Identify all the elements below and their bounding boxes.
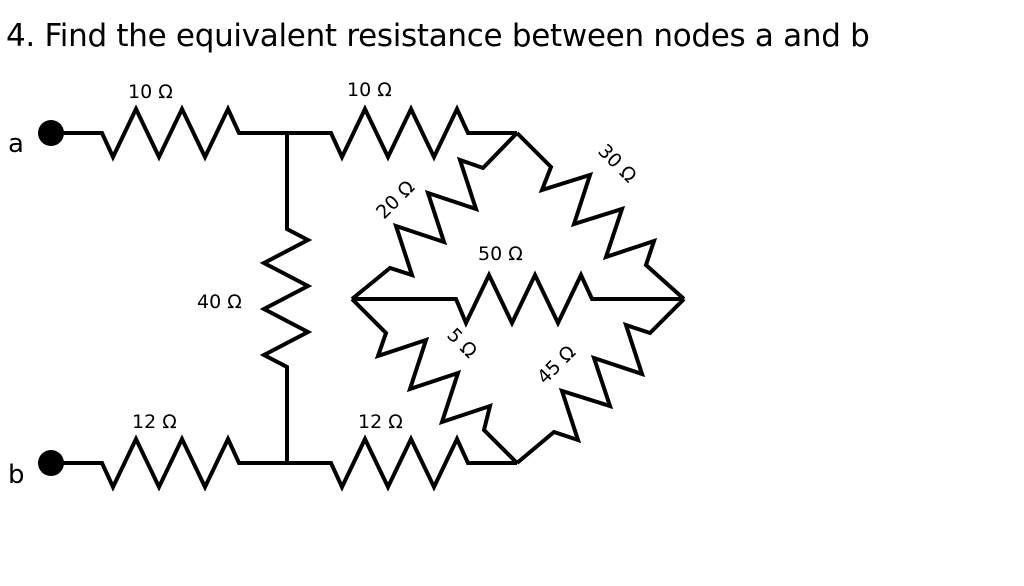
label-45: 45 Ω [533, 341, 580, 388]
problem-title: 4. Find the equivalent resistance betwee… [6, 18, 870, 54]
label-vertical-40: 40 Ω [197, 291, 242, 313]
label-5: 5 Ω [442, 324, 481, 363]
resistor-20 [350, 131, 519, 301]
resistor-top-left-10 [51, 104, 287, 162]
resistor-5 [350, 297, 519, 465]
label-top-right-10: 10 Ω [347, 79, 392, 101]
resistor-vertical-40 [259, 133, 313, 463]
label-bottom-right-12: 12 Ω [358, 411, 403, 433]
resistor-bottom-right-12 [287, 434, 517, 492]
node-b-label: b [8, 460, 25, 490]
label-20: 20 Ω [372, 176, 419, 223]
resistor-50 [352, 270, 684, 328]
resistor-45 [515, 297, 686, 465]
label-bottom-left-12: 12 Ω [132, 411, 177, 433]
label-top-left-10: 10 Ω [128, 81, 173, 103]
resistor-30 [515, 131, 686, 301]
label-50: 50 Ω [478, 243, 523, 265]
label-30: 30 Ω [593, 140, 640, 187]
node-a-label: a [8, 129, 24, 159]
resistor-top-right-10 [287, 104, 517, 162]
resistor-bottom-left-12 [51, 434, 287, 492]
